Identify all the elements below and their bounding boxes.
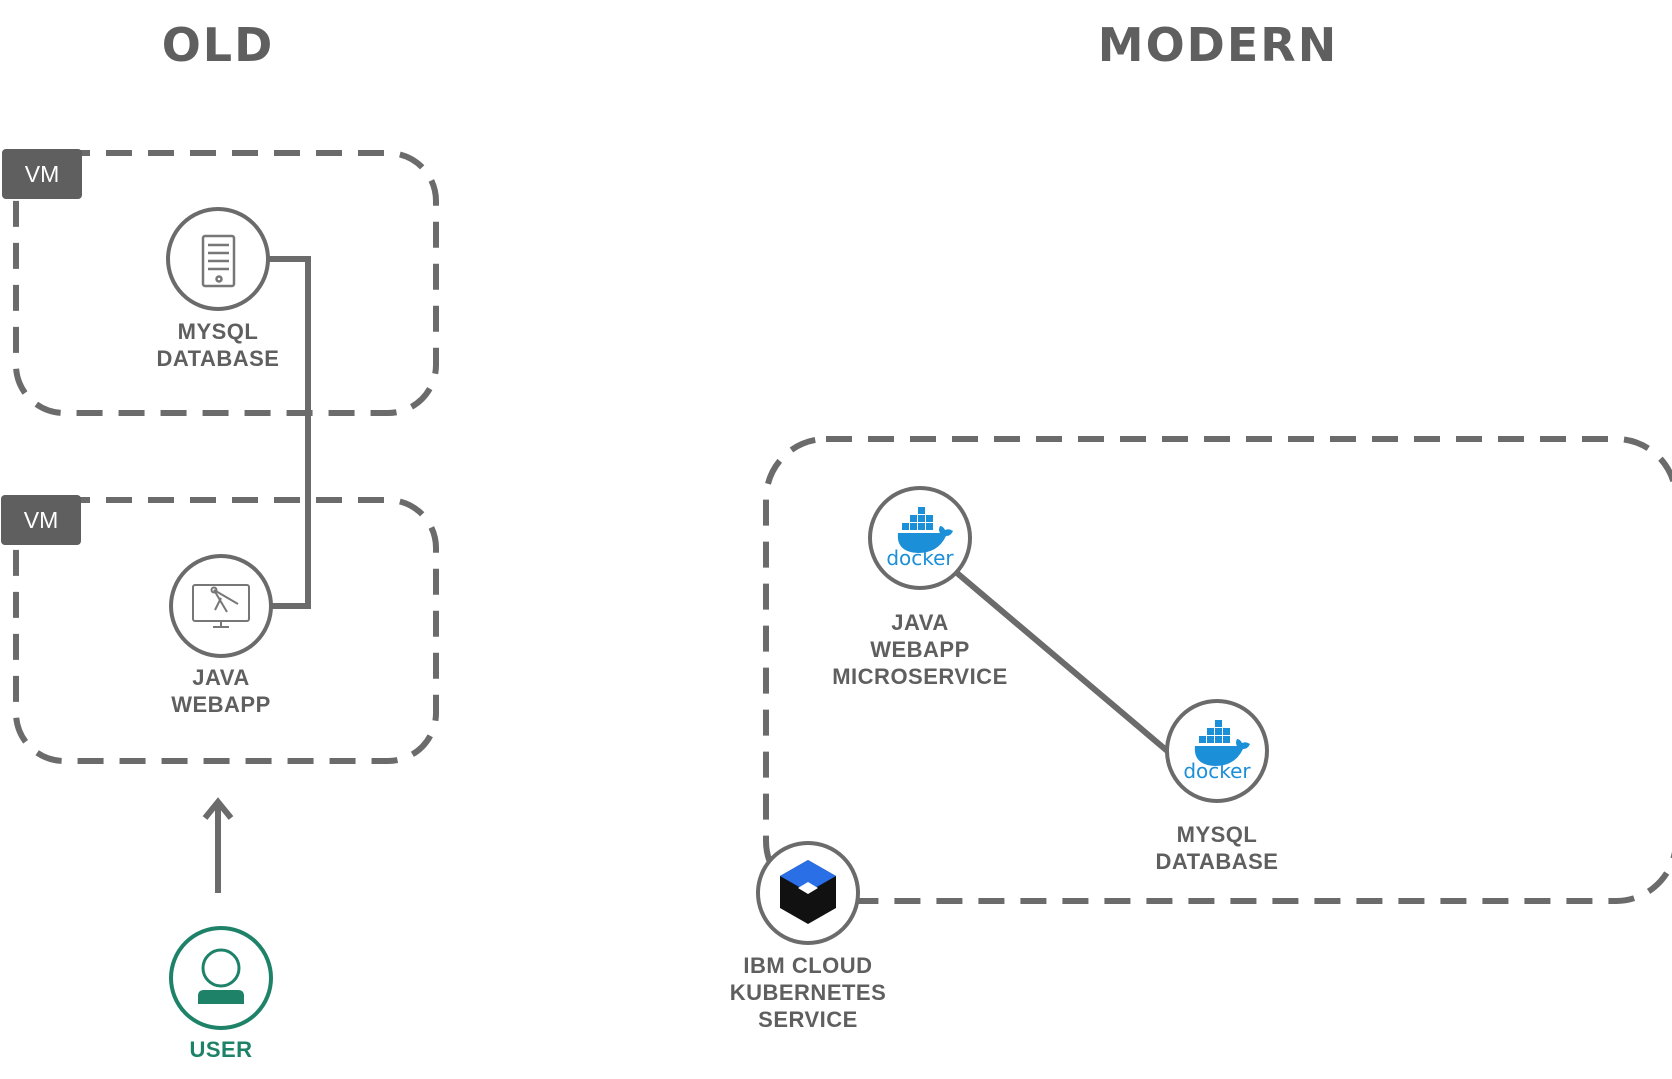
server-icon	[201, 234, 236, 288]
docker-logo-text: docker	[886, 546, 954, 570]
user-icon	[198, 948, 244, 1004]
modern-heading: MODERN	[1097, 18, 1339, 72]
old-webapp-label-line2: WEBAPP	[171, 692, 271, 717]
kubernetes-label-line1: IBM CLOUD	[743, 953, 873, 978]
modern-connection-line	[955, 570, 1180, 763]
old-webapp-label: JAVA WEBAPP	[121, 664, 321, 718]
user-label: USER	[189, 1037, 253, 1062]
microservice-label-line2: WEBAPP	[870, 637, 970, 662]
modern-mysql-label: MYSQL DATABASE	[1117, 821, 1317, 875]
old-mysql-label-line2: DATABASE	[156, 346, 280, 371]
kubernetes-node	[756, 841, 860, 945]
docker-node-microservice: docker	[868, 486, 972, 590]
user-node	[169, 926, 273, 1030]
old-mysql-node	[166, 207, 270, 311]
microservice-label-line3: MICROSERVICE	[832, 664, 1008, 689]
user-arrow	[202, 797, 234, 893]
docker-icon	[897, 507, 953, 553]
kubernetes-label-line2: KUBERNETES	[729, 980, 887, 1005]
vm-box-bottom	[13, 497, 439, 764]
kubernetes-label: IBM CLOUD KUBERNETES SERVICE	[688, 952, 928, 1033]
ibm-kubernetes-icon	[780, 860, 836, 924]
old-webapp-node	[169, 554, 273, 658]
old-webapp-label-line1: JAVA	[192, 665, 250, 690]
kubernetes-label-line3: SERVICE	[758, 1007, 858, 1032]
old-connection-line	[265, 256, 311, 609]
docker-logo-text: docker	[1183, 759, 1251, 783]
cluster-box	[763, 436, 1672, 904]
modern-mysql-label-line2: DATABASE	[1155, 849, 1279, 874]
vm-box-top	[13, 150, 439, 416]
monitor-icon	[192, 584, 250, 628]
modern-mysql-label-line1: MYSQL	[1176, 822, 1258, 847]
microservice-label: JAVA WEBAPP MICROSERVICE	[800, 609, 1040, 690]
docker-icon	[1194, 720, 1250, 766]
old-heading: OLD	[161, 18, 275, 72]
old-mysql-label-line1: MYSQL	[177, 319, 259, 344]
vm-tag-top: VM	[2, 149, 82, 199]
vm-tag-bottom: VM	[1, 495, 81, 545]
microservice-label-line1: JAVA	[891, 610, 949, 635]
docker-node-mysql: docker	[1165, 699, 1269, 803]
old-mysql-label: MYSQL DATABASE	[118, 318, 318, 372]
